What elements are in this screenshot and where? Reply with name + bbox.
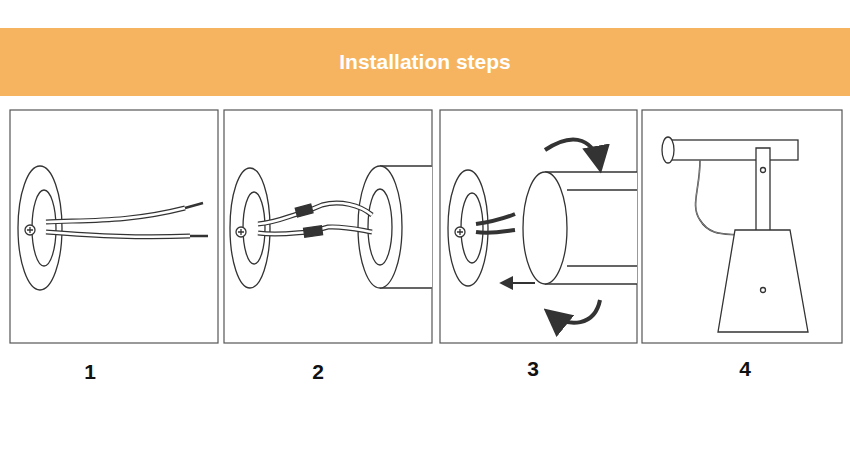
assembled-lamp bbox=[662, 137, 808, 332]
title-band bbox=[0, 28, 850, 96]
base-twist-mount bbox=[448, 140, 637, 323]
step-panel bbox=[642, 110, 842, 343]
wall-plate-with-wires bbox=[18, 166, 208, 290]
step-panel bbox=[440, 110, 637, 343]
step-panel bbox=[10, 110, 218, 343]
wire-connection bbox=[230, 165, 432, 289]
step-panel bbox=[224, 110, 432, 343]
step-number: 4 bbox=[739, 357, 751, 381]
title-text: Installation steps bbox=[339, 50, 511, 74]
step-number: 1 bbox=[84, 360, 96, 384]
step-number: 3 bbox=[527, 357, 539, 381]
step-number: 2 bbox=[312, 360, 324, 384]
